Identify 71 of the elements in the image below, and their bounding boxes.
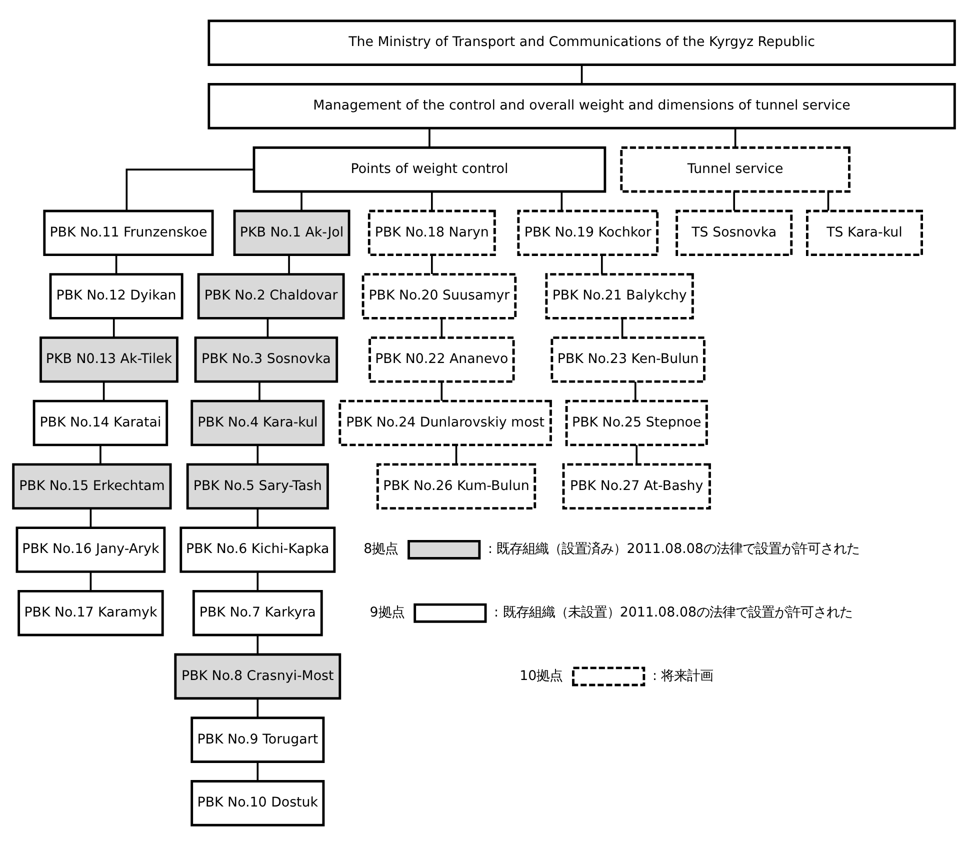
connector (100, 444, 102, 464)
connector (256, 698, 259, 718)
node-box: PBK N0.22 Ananevo (368, 336, 515, 382)
node-box: PBK No.16 Jany-Aryk (16, 526, 166, 572)
connector (288, 254, 290, 274)
node-box: PBK No.17 Karamyk (18, 589, 164, 636)
node-box: PBK No.12 Dyikan (49, 272, 184, 319)
connector (733, 191, 736, 210)
node-box: PBK No.6 Kichi-Kapka (180, 526, 336, 572)
connector (126, 168, 254, 210)
node-box: PBK No.10 Dostuk (190, 780, 325, 826)
connector (90, 571, 92, 590)
connector (634, 381, 636, 400)
connector (102, 381, 105, 400)
connector (636, 444, 638, 464)
node-box: PKB N0.13 Ak-Tilek (40, 336, 178, 382)
node-box: The Ministry of Transport and Communications of the Kyrgyz Republic (208, 19, 956, 66)
connector (256, 634, 259, 654)
label: 10拠点 (520, 668, 563, 684)
node-box: Management of the control and overall weight and dimensions of tunnel service (208, 82, 956, 129)
connector (440, 381, 443, 400)
node-box: PBK No.24 Dunlarovskiy most (338, 399, 552, 446)
connector (560, 191, 563, 210)
connector (256, 444, 259, 464)
node-box: PBK No.7 Karkyra (192, 589, 323, 636)
node-box: PBK No.3 Sosnovka (194, 336, 338, 382)
connector (621, 318, 624, 337)
connector (300, 191, 302, 210)
node-box: PBK No.20 Suusamyr (362, 272, 517, 319)
node-box: PBK No.27 At-Bashy (562, 462, 711, 510)
label: 9拠点 (370, 605, 404, 620)
node-box: PBK No.21 Balykchy (545, 272, 694, 319)
node-box: PKB No.1 Ak-Jol (233, 209, 350, 256)
node-box: PBK No.23 Ken-Bulun (550, 336, 706, 382)
node-box: Tunnel service (620, 146, 850, 192)
connector (112, 318, 115, 337)
connector (266, 318, 269, 337)
connector (827, 191, 830, 210)
node-box: PBK No.8 Crasnyi-Most (174, 652, 342, 700)
connector (580, 64, 583, 84)
node-box: TS Sosnovka (676, 209, 793, 256)
node-box: PBK No.19 Kochkor (517, 209, 659, 256)
connector (428, 128, 430, 147)
node-box: PBK No.14 Karatai (32, 399, 168, 446)
connector (455, 444, 458, 464)
node-box: PBK No.26 Kum-Bulun (376, 462, 536, 510)
connector (430, 191, 433, 210)
connector (430, 254, 433, 274)
label: 8拠点 (364, 542, 398, 557)
connector (440, 318, 443, 337)
node-box: PBK No.5 Sary-Tash (186, 462, 329, 510)
connector (115, 254, 118, 274)
node-box: PBK No.4 Kara-kul (190, 399, 325, 446)
node-box: PBK No.2 Chaldovar (197, 272, 345, 319)
node-box: PBK No.25 Stepnoe (565, 399, 708, 446)
connector (256, 571, 259, 590)
node-box: PBK No.15 Erkechtam (12, 462, 172, 510)
connector (258, 381, 260, 400)
node-box: PBK No.18 Naryn (368, 209, 496, 256)
connector (734, 128, 736, 147)
legend-label: : 既存組織（未設置）2011.08.08の法律で設置が許可された (494, 605, 852, 620)
connector (256, 762, 259, 780)
node-box: PBK No.9 Torugart (190, 716, 325, 762)
node-box: PBK No.11 Frunzenskoe (43, 209, 214, 256)
connector (600, 254, 603, 274)
node-box: TS Kara-kul (806, 209, 923, 256)
legend-label: : 既存組織（設置済み）2011.08.08の法律で設置が許可された (488, 542, 860, 557)
connector (256, 508, 259, 527)
node-box: Points of weight control (252, 146, 606, 192)
legend-label: : 将来計画 (652, 668, 714, 684)
connector (90, 508, 92, 527)
